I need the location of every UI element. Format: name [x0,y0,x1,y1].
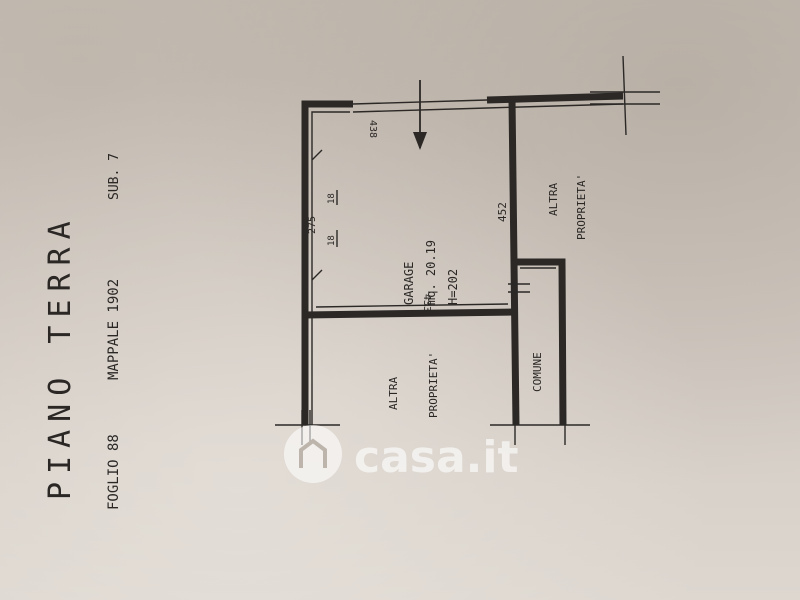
walls [301,92,624,426]
dim-bottom-width: 433 [421,294,432,312]
room-altra-right-line2: PROPRIETA' [575,174,588,240]
watermark-text: casa.it [354,432,518,483]
house-icon [299,438,327,468]
foglio-label: FOGLIO 88 [106,434,122,510]
room-altra-bottom: ALTRA PROPRIETA' [387,352,440,418]
room-altra-right-line1: ALTRA [547,183,560,216]
garage-left-wall [301,100,353,425]
tick-top-right [590,55,660,136]
garage-area: mq. 20.19 [424,240,438,305]
garage-bottom-wall-inner [315,303,509,308]
dim-step-a: 18 [327,235,337,246]
title: PIANO TERRA [43,213,78,500]
dim-right-length: 452 [496,202,509,222]
comune-top-wall [514,258,567,426]
dim-right: 452 [496,202,509,222]
room-altra-bottom-line1: ALTRA [387,377,400,410]
garage-height: H=202 [446,269,460,305]
sub-label: SUB. 7 [107,153,122,200]
dim-top-width: 438 [367,120,378,138]
dim-bottom: 433 [421,294,432,312]
dim-step-a-label: 18 [327,235,337,246]
garage-labels: GARAGE mq. 20.19 H=202 [402,240,460,305]
watermark-logo-icon [284,425,342,483]
garage-right-wall [508,99,518,263]
tick-bottom-right [490,410,590,445]
door-bevel [311,149,323,281]
dim-step-b: 18 [327,193,337,204]
arrow-head [413,132,427,150]
room-altra-bottom-line2: PROPRIETA' [427,352,440,418]
title-block: PIANO TERRA [43,213,78,500]
watermark: casa.it [284,425,518,483]
mappale-label: MAPPALE 1902 [106,279,122,380]
side-door [311,149,323,281]
room-altra-right: ALTRA PROPRIETA' [547,174,588,240]
comune-left-wall [510,261,520,426]
junction-ticks [508,283,530,293]
dim-top: 438 [367,120,378,138]
garage-left-wall-inner [311,111,350,425]
cadastral-ref: FOGLIO 88 MAPPALE 1902 SUB. 7 [106,153,122,510]
garage-name: GARAGE [402,262,416,305]
entrance-arrow [413,80,427,150]
dim-step-b-label: 18 [327,193,337,204]
garage-top-wall [486,92,624,104]
dim-door-width: 275 [307,216,318,234]
room-comune-label: COMUNE [531,352,544,392]
survey-ticks [275,55,660,445]
room-comune: COMUNE [531,352,544,392]
dim-door: 275 [307,216,318,234]
garage-bottom-wall [304,308,515,319]
